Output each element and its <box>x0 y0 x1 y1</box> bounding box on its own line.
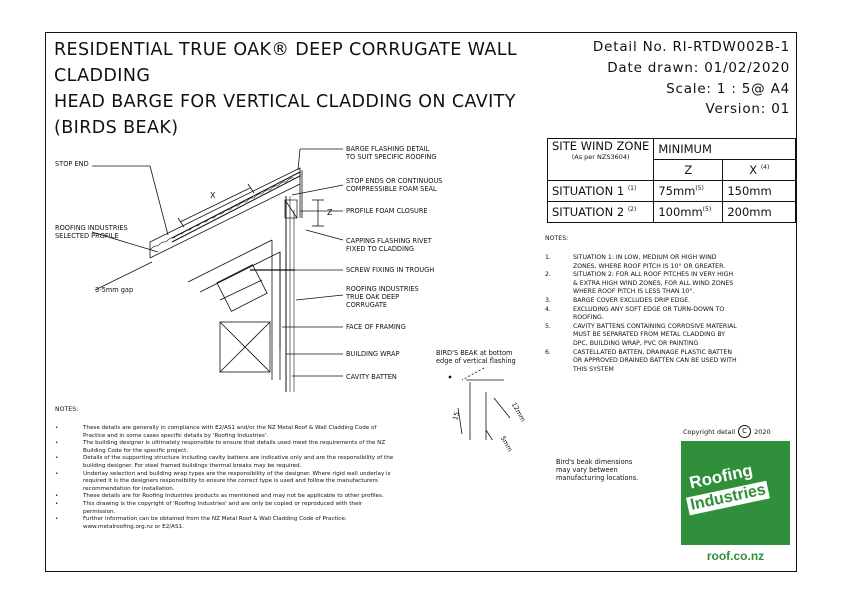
list-item: • These details are for Roofing Industrie… <box>55 493 475 501</box>
label-capping-rivet: CAPPING FLASHING RIVET FIXED TO CLADDING <box>346 237 432 253</box>
note-text: Underlay selection and building wrap typ… <box>83 470 391 492</box>
table-row: SITUATION 1 (1) 75mm(5) 150mm <box>546 180 797 202</box>
label-stop-end: STOP END <box>55 160 89 168</box>
list-item: 2. SITUATION 2: FOR ALL ROOF PITCHES IN V… <box>545 271 785 297</box>
label-birds-beak: BIRD'S BEAK at bottom edge of vertical f… <box>436 349 516 365</box>
list-item: 5. CAVITY BATTENS CONTAINING CORROSIVE MA… <box>545 323 785 349</box>
label-building-wrap: BUILDING WRAP <box>346 350 400 358</box>
label-screw-fixing: SCREW FIXING IN TROUGH <box>346 266 435 274</box>
note-text: These details are generally in complianc… <box>83 425 377 439</box>
bullet-icon: • <box>55 455 59 462</box>
label-face-framing: FACE OF FRAMING <box>346 323 406 331</box>
logo-url: roof.co.nz <box>681 545 790 567</box>
notes-left-list: • These details are generally in complian… <box>55 425 475 531</box>
label-true-oak: ROOFING INDUSTRIES TRUE OAK DEEP CORRUGA… <box>346 285 419 309</box>
list-item: • Underlay selection and building wrap ty… <box>55 471 475 494</box>
label-stop-ends-foam: STOP ENDS OR CONTINUOUS COMPRESSIBLE FOA… <box>346 177 443 193</box>
bullet-icon: • <box>55 493 59 500</box>
scale: Scale: 1 : 5@ A4 <box>666 81 790 97</box>
note-text: EXCLUDING ANY SOFT EDGE OR TURN-DOWN TO … <box>573 305 725 322</box>
drawing-border <box>45 32 797 572</box>
list-item: 3. BARGE COVER EXCLUDES DRIP EDGE. <box>545 297 785 306</box>
list-item: • The building designer is ultimately res… <box>55 440 475 455</box>
list-item: 6. CASTELLATED BATTEN, DRAINAGE PLASTIC B… <box>545 349 785 375</box>
notes-right-list: 1. SITUATION 1: IN LOW, MEDIUM OR HIGH WI… <box>545 254 785 374</box>
note-text: Further information can be obtained from… <box>83 516 347 530</box>
list-item: 1. SITUATION 1: IN LOW, MEDIUM OR HIGH WI… <box>545 254 785 271</box>
note-text: BARGE COVER EXCLUDES DRIP EDGE. <box>573 296 691 304</box>
dim-z-label: Z <box>327 208 333 217</box>
list-item: • Further information can be obtained fro… <box>55 516 475 531</box>
note-text: The building designer is ultimately resp… <box>83 440 386 454</box>
list-item: 4. EXCLUDING ANY SOFT EDGE OR TURN-DOWN T… <box>545 306 785 323</box>
note-number: 3. <box>545 296 551 304</box>
list-item: • These details are generally in complian… <box>55 425 475 440</box>
note-number: 2. <box>545 271 551 279</box>
detail-number: Detail No. RI-RTDW002B-1 <box>592 39 790 55</box>
note-text: These details are for Roofing Industries… <box>83 493 384 500</box>
note-text: SITUATION 2: FOR ALL ROOF PITCHES IN VER… <box>573 271 734 296</box>
barge-detail-drawing <box>91 148 511 440</box>
note-number: 4. <box>545 305 551 313</box>
label-gap: 3-5mm gap <box>95 286 134 294</box>
bullet-icon: • <box>55 470 59 477</box>
dim-x-label: X <box>210 191 216 200</box>
bullet-icon: • <box>55 516 59 523</box>
roofing-industries-logo: Roofing Industries roof.co.nz <box>681 441 790 567</box>
wind-zone-header: SITE WIND ZONE <box>552 139 650 153</box>
bullet-icon: • <box>55 500 59 507</box>
note-number: 6. <box>545 348 551 356</box>
title-line-4: (BIRDS BEAK) <box>54 118 179 138</box>
list-item: • This drawing is the copyright of 'Roofi… <box>55 501 475 516</box>
note-number: 1. <box>545 254 551 261</box>
title-line-1: RESIDENTIAL TRUE OAK® DEEP CORRUGATE WAL… <box>54 40 518 60</box>
notes-left-heading: NOTES: <box>55 406 79 413</box>
label-birds-beak-note: Bird's beak dimensions may vary between … <box>556 458 639 482</box>
note-text: SITUATION 1: IN LOW, MEDIUM OR HIGH WIND… <box>573 254 726 270</box>
copyright-icon: C <box>738 425 752 438</box>
note-number: 5. <box>545 322 551 330</box>
table-row: SITUATION 2 (2) 100mm(5) 200mm <box>546 201 797 223</box>
label-barge-flashing: BARGE FLASHING DETAIL TO SUIT SPECIFIC R… <box>346 145 437 161</box>
copyright: Copyright detail C 2020 <box>683 425 771 438</box>
note-text: This drawing is the copyright of 'Roofin… <box>83 500 363 515</box>
title-line-3: HEAD BARGE FOR VERTICAL CLADDING ON CAVI… <box>54 92 516 112</box>
bullet-icon: • <box>55 440 59 447</box>
z-header: Z <box>653 159 724 181</box>
note-text: CAVITY BATTENS CONTAINING CORROSIVE MATE… <box>573 322 737 347</box>
label-profile-foam: PROFILE FOAM CLOSURE <box>346 207 428 215</box>
version: Version: 01 <box>705 101 790 117</box>
title-line-2: CLADDING <box>54 66 151 86</box>
x-header: X (4) <box>722 159 797 181</box>
notes-right-heading: NOTES: <box>545 235 569 242</box>
minimum-header: MINIMUM <box>653 138 797 160</box>
wind-zone-subheader: (As per NZS3604) <box>571 153 630 161</box>
note-text: CASTELLATED BATTEN, DRAINAGE PLASTIC BAT… <box>573 348 737 373</box>
wind-zone-table: SITE WIND ZONE (As per NZS3604) MINIMUM … <box>546 138 797 223</box>
label-cavity-batten: CAVITY BATTEN <box>346 373 397 381</box>
bullet-icon: • <box>55 425 59 431</box>
label-roofing-profile: ROOFING INDUSTRIES SELECTED PROFILE <box>55 224 128 240</box>
note-text: Details of the supporting structure incl… <box>83 455 394 469</box>
date-drawn: Date drawn: 01/02/2020 <box>607 60 790 76</box>
list-item: • Details of the supporting structure inc… <box>55 455 475 470</box>
